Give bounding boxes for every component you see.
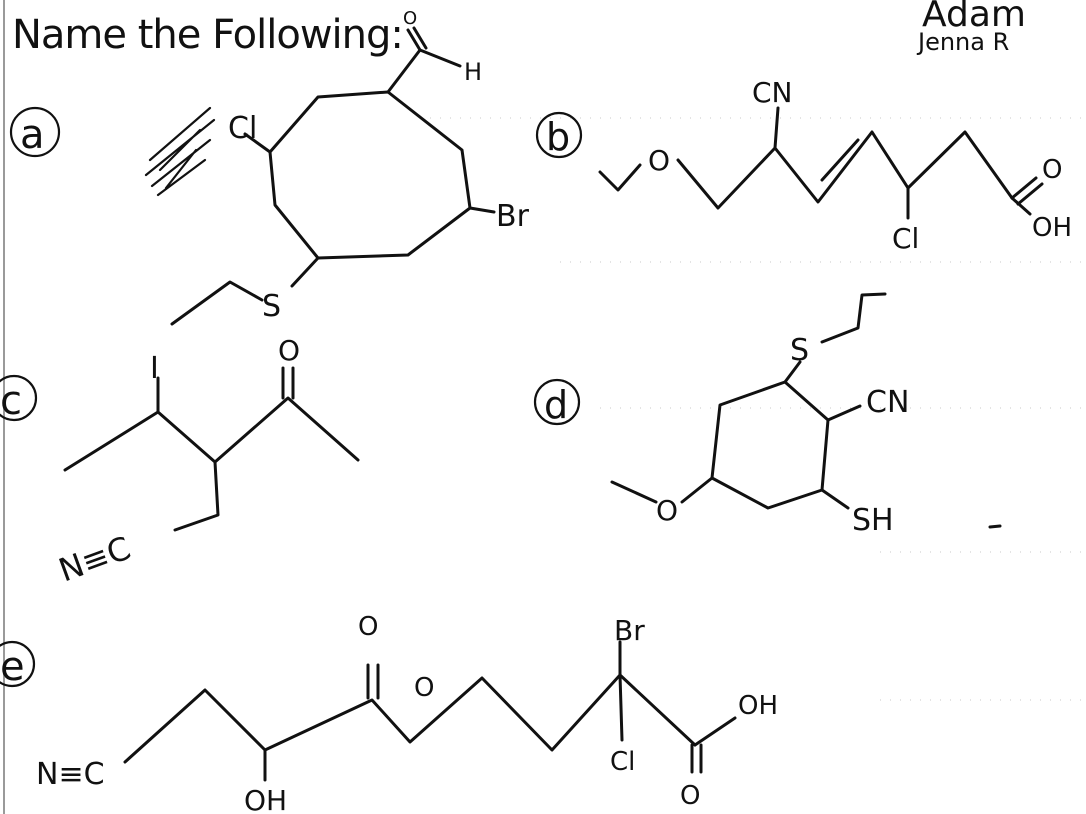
problem-c: c I O N≡C: [0, 334, 360, 590]
problem-b-label: b: [546, 115, 570, 159]
stray-mark: [988, 524, 1002, 529]
atom-o-ketone: O: [358, 612, 378, 642]
problem-e: e N≡C OH O O Br Cl OH O: [0, 612, 778, 814]
student-name-2: Jenna R: [916, 28, 1009, 56]
atom-nitrile: N≡C: [54, 529, 136, 590]
problem-b-circle: [535, 111, 583, 159]
bond-cl: [618, 673, 624, 742]
atom-oh: OH: [1032, 213, 1072, 243]
cyclooctane-ring: [268, 90, 472, 260]
atom-o: O: [1042, 155, 1062, 185]
atom-o: O: [403, 8, 417, 29]
atom-oh: OH: [244, 784, 287, 814]
problem-d: d S CN SH O: [533, 292, 1002, 538]
atom-cn: CN: [866, 385, 909, 420]
atom-br: Br: [496, 199, 530, 234]
carbon-chain: [123, 673, 697, 764]
atom-br: Br: [614, 614, 645, 647]
bond-aldehyde-c: [386, 48, 422, 94]
atom-o-ether: O: [414, 673, 434, 703]
atom-oh-acid: OH: [738, 691, 778, 721]
problem-b: b O CN Cl O OH: [535, 76, 1072, 255]
bond-ring-o: [680, 476, 714, 504]
methyl-group: [610, 480, 658, 504]
bond-c-o-1: [1010, 176, 1038, 200]
atom-cn: CN: [752, 76, 793, 109]
problem-e-circle: [0, 640, 36, 688]
bond-ring-s: [290, 256, 320, 288]
atom-sh: SH: [852, 503, 894, 538]
bond-br: [468, 206, 496, 214]
carbon-chain: [676, 130, 1014, 210]
problem-d-label: d: [544, 383, 568, 427]
bond-ring-s: [783, 360, 802, 384]
bond-c-o-2: [1016, 182, 1044, 206]
problem-d-circle: [533, 378, 581, 426]
atom-i: I: [150, 351, 159, 386]
bond-c-o-2: [412, 26, 428, 50]
bond-c-oh: [693, 716, 737, 747]
bond-c-oh: [1010, 196, 1032, 216]
double-bond-inner: [820, 138, 860, 182]
problem-a: a Cl Br O H S: [9, 8, 530, 326]
dotted-guide-lines: [420, 117, 1086, 701]
scribble-mark: [144, 106, 216, 197]
atom-h: H: [464, 58, 482, 86]
problem-a-label: a: [20, 112, 45, 158]
bond-sh: [820, 488, 850, 510]
bond-c-h: [418, 48, 462, 68]
atom-o: O: [278, 334, 300, 367]
problem-c-label: c: [0, 378, 22, 424]
cyclohexane-ring: [710, 380, 830, 510]
bond-c-o-1: [406, 28, 422, 52]
ethyl-chain: [170, 280, 264, 326]
ethyl-group: [598, 163, 642, 192]
student-name-1: Adam: [922, 0, 1026, 35]
ethyl-chain: [820, 292, 887, 344]
atom-cl: Cl: [610, 747, 635, 777]
problem-c-circle: [0, 374, 38, 422]
problem-e-label: e: [0, 644, 25, 690]
problem-a-circle: [9, 106, 61, 158]
atom-nitrile: N≡C: [36, 757, 105, 792]
atom-cl: Cl: [228, 111, 257, 146]
bond-cn: [773, 106, 780, 150]
atom-o-acid: O: [680, 781, 700, 811]
atom-o-ether: O: [648, 144, 670, 177]
atom-o: O: [656, 494, 678, 527]
carbon-chain: [63, 396, 360, 472]
atom-cl: Cl: [892, 222, 919, 255]
atom-s: S: [790, 333, 809, 368]
cyanomethyl-chain: [173, 460, 220, 532]
worksheet-title: Name the Following:: [12, 12, 403, 58]
bond-cl: [243, 132, 272, 154]
bond-cn: [826, 404, 862, 422]
atom-s: S: [262, 289, 281, 324]
